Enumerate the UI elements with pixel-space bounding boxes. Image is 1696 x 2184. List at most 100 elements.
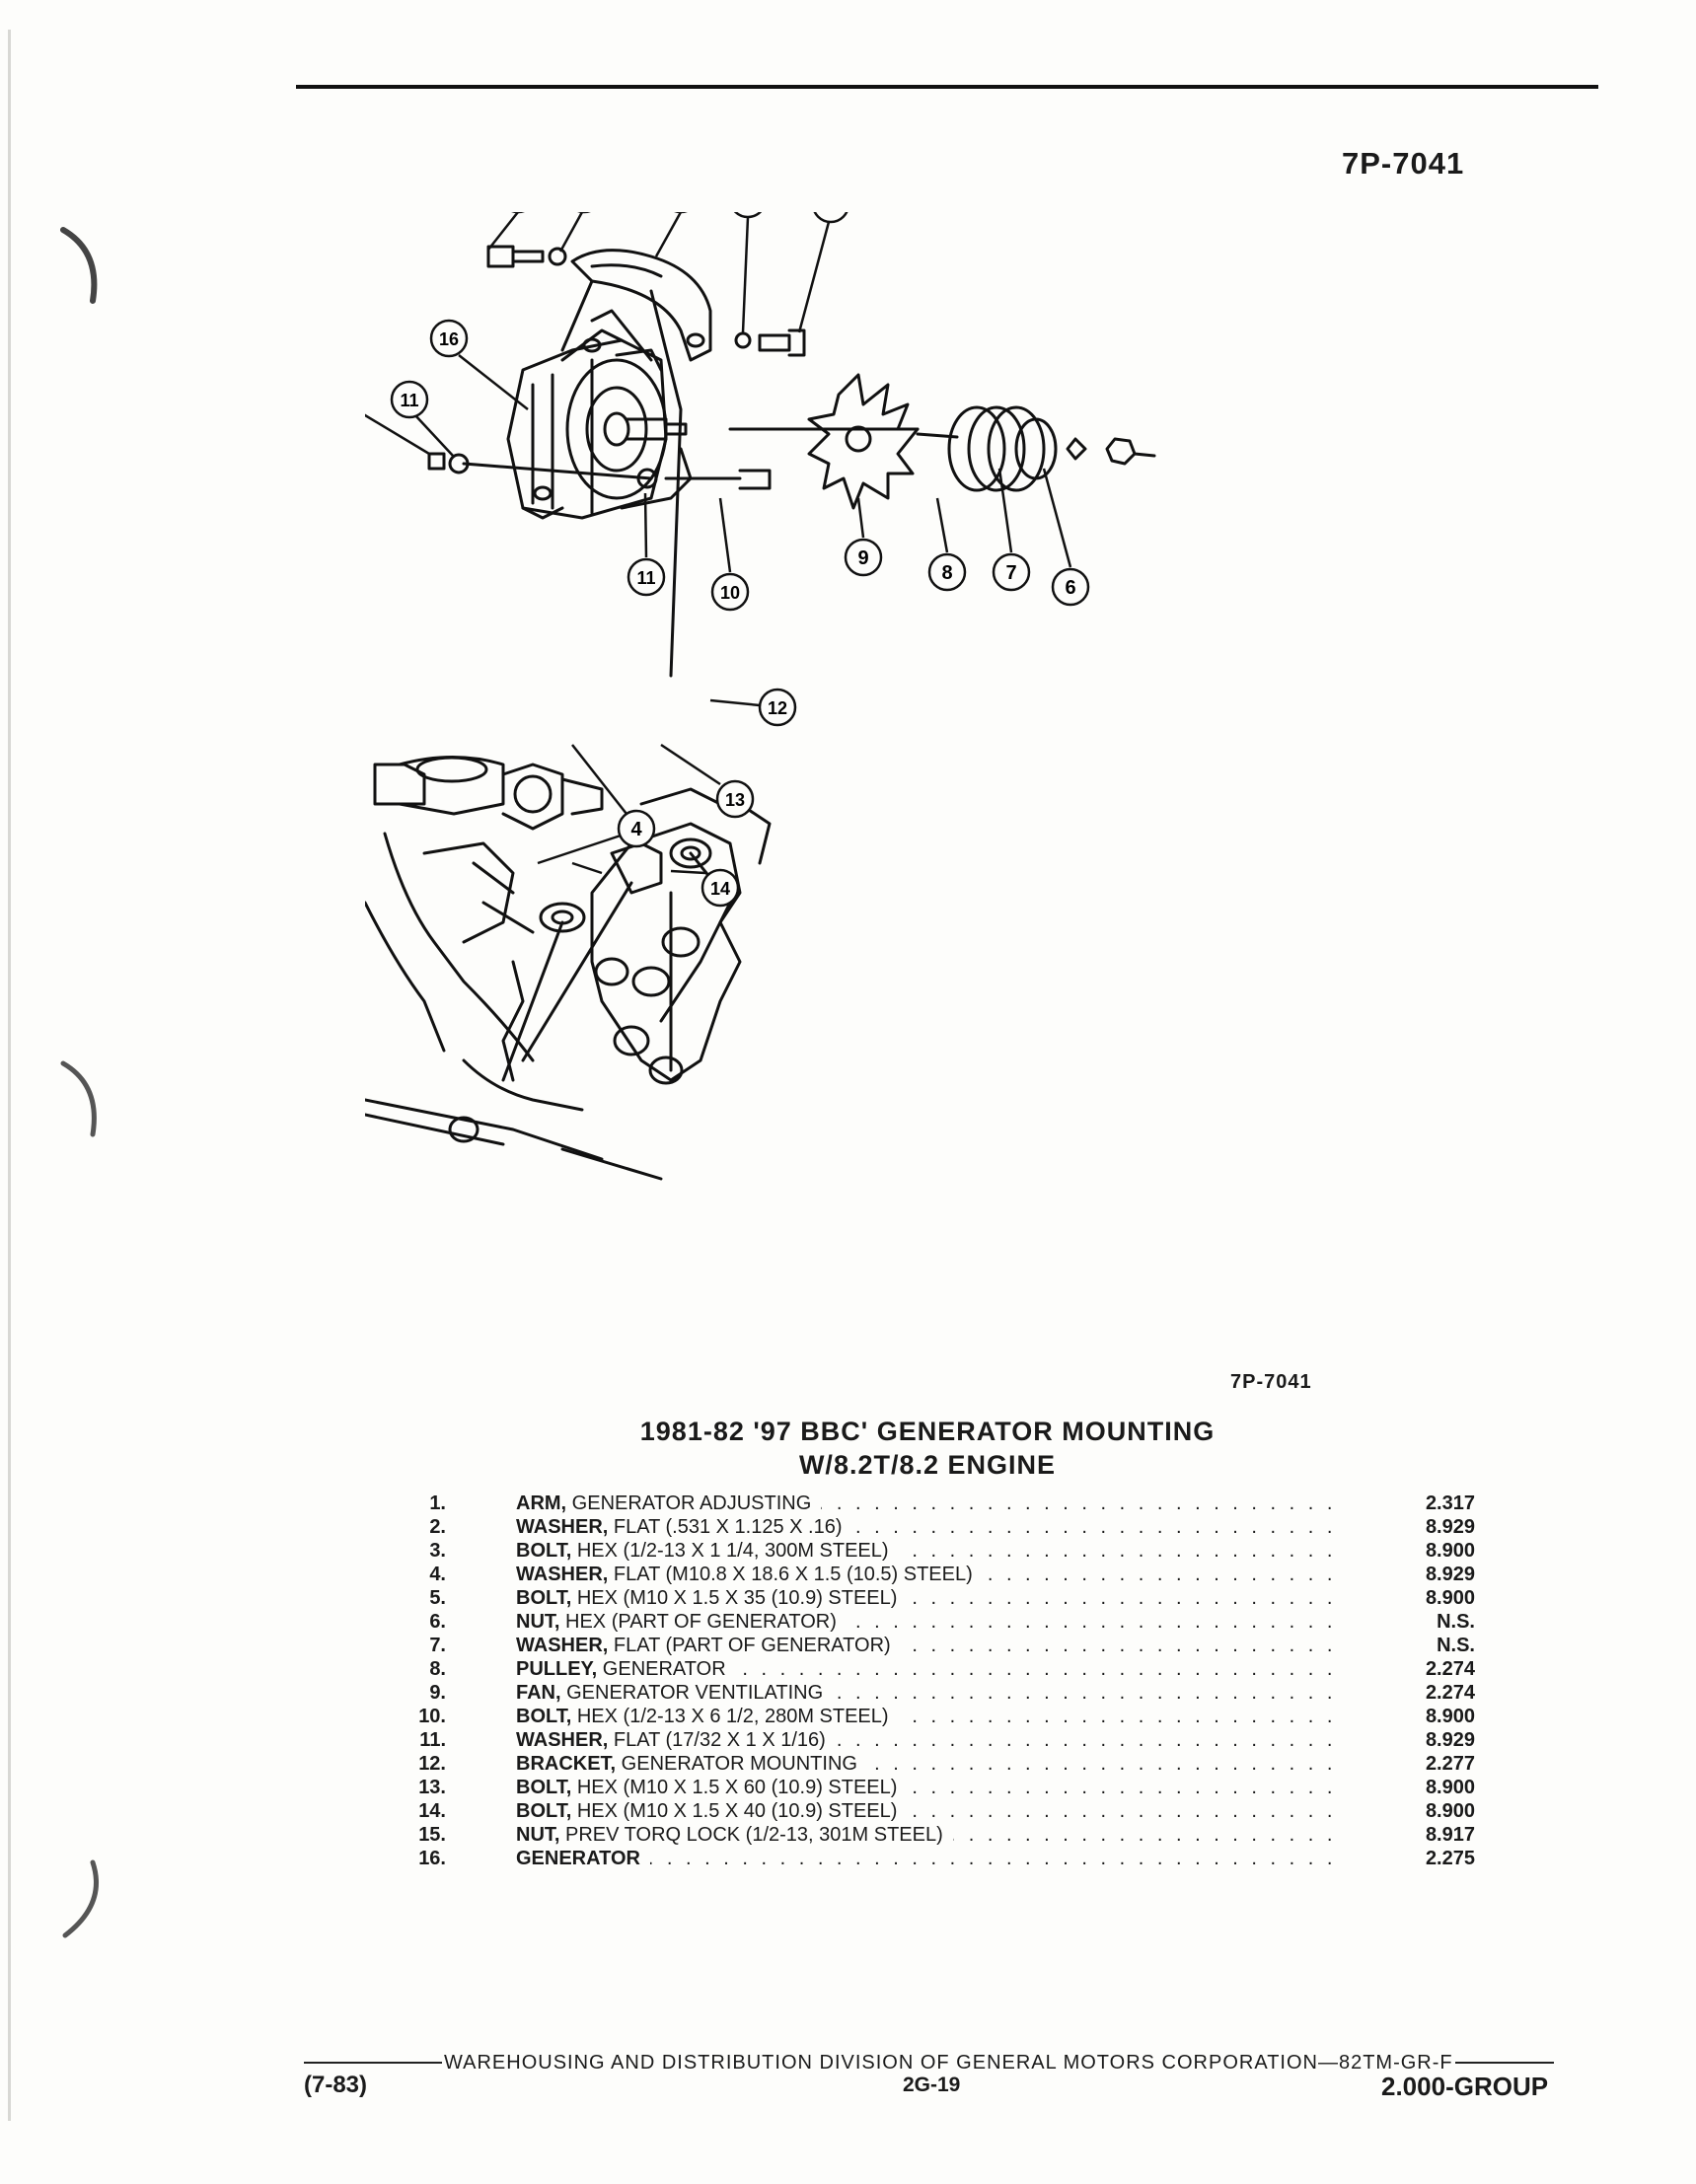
list-item: 7. . . . . . . . . . . . . . . . . . . .…: [414, 1634, 1475, 1657]
callout-markers: 3 2 1 4 5 16 15 11 9 8 7 6 11 10 12 13 4…: [390, 212, 1090, 908]
callout-7: 7: [1005, 562, 1016, 584]
footer-rule-right: [1455, 2062, 1554, 2064]
part-name: WASHER,: [516, 1564, 609, 1585]
part-description: . . . . . . . . . . . . . . . . . . . . …: [516, 1752, 1345, 1776]
part-spec: HEX (PART OF GENERATOR): [559, 1611, 837, 1633]
part-name: NUT,: [516, 1611, 560, 1633]
group-code: 8.929: [1425, 1564, 1475, 1585]
callout-14: 14: [710, 879, 730, 899]
part-number: 16.: [418, 1848, 446, 1869]
list-item: 12. . . . . . . . . . . . . . . . . . . …: [414, 1752, 1475, 1776]
table-title-line1: 1981-82 '97 BBC' GENERATOR MOUNTING: [639, 1417, 1216, 1446]
part-description: . . . . . . . . . . . . . . . . . . . . …: [516, 1728, 1345, 1752]
callout-11-left: 11: [400, 391, 418, 410]
list-item: 9. . . . . . . . . . . . . . . . . . . .…: [414, 1681, 1475, 1705]
part-description: . . . . . . . . . . . . . . . . . . . . …: [516, 1610, 1345, 1634]
callout-4-lower: 4: [630, 819, 642, 840]
part-description: . . . . . . . . . . . . . . . . . . . . …: [516, 1492, 1345, 1515]
group-code: 8.900: [1425, 1800, 1475, 1822]
part-number: 2.: [429, 1516, 446, 1538]
binder-hole-bottom: [62, 1859, 99, 1938]
adjusting-arm-drawing: [560, 249, 712, 678]
part-description: . . . . . . . . . . . . . . . . . . . . …: [516, 1799, 1345, 1823]
part-spec: FLAT (PART OF GENERATOR): [608, 1635, 891, 1656]
list-item: 15. . . . . . . . . . . . . . . . . . . …: [414, 1823, 1475, 1847]
part-description: . . . . . . . . . . . . . . . . . . . . …: [516, 1823, 1345, 1847]
list-item: 4. . . . . . . . . . . . . . . . . . . .…: [414, 1563, 1475, 1586]
part-name: ARM,: [516, 1492, 567, 1514]
group-code: 8.900: [1425, 1777, 1475, 1798]
binder-hole-top: [60, 227, 98, 304]
part-name: BOLT,: [516, 1777, 572, 1798]
part-spec: GENERATOR MOUNTING: [616, 1753, 857, 1775]
group-code: 8.917: [1425, 1824, 1475, 1846]
list-item: 14. . . . . . . . . . . . . . . . . . . …: [414, 1799, 1475, 1823]
part-number: 3.: [429, 1540, 446, 1562]
footer-date: (7-83): [304, 2072, 368, 2098]
part-number: 7.: [429, 1635, 446, 1656]
part-spec: HEX (1/2-13 X 1 1/4, 300M STEEL): [571, 1540, 889, 1562]
group-code: N.S.: [1437, 1635, 1475, 1656]
group-code: 8.900: [1425, 1540, 1475, 1562]
list-item: 5. . . . . . . . . . . . . . . . . . . .…: [414, 1586, 1475, 1610]
group-code: 2.274: [1425, 1658, 1475, 1680]
part-description: . . . . . . . . . . . . . . . . . . . . …: [516, 1776, 1345, 1799]
part-spec: GENERATOR VENTILATING: [560, 1682, 824, 1704]
part-name: WASHER,: [516, 1729, 609, 1751]
part-description: . . . . . . . . . . . . . . . . . . . . …: [516, 1586, 1345, 1610]
part-description: . . . . . . . . . . . . . . . . . . . . …: [516, 1657, 1345, 1681]
part-number: 8.: [429, 1658, 446, 1680]
callout-16: 16: [439, 329, 459, 349]
list-item: 2. . . . . . . . . . . . . . . . . . . .…: [414, 1515, 1475, 1539]
part-description: . . . . . . . . . . . . . . . . . . . . …: [516, 1634, 1345, 1657]
part-name: WASHER,: [516, 1635, 609, 1656]
group-code: 8.900: [1425, 1706, 1475, 1727]
callout-11-lower: 11: [636, 568, 655, 588]
table-title-line2: W/8.2T/8.2 ENGINE: [798, 1450, 1057, 1480]
binder-edge: [8, 30, 11, 2121]
list-item: 16. . . . . . . . . . . . . . . . . . . …: [414, 1847, 1475, 1870]
top-rule: [296, 85, 1598, 89]
binder-hole-middle: [60, 1060, 97, 1137]
part-number: 10.: [418, 1706, 446, 1727]
callout-6: 6: [1065, 577, 1075, 599]
list-item: 13. . . . . . . . . . . . . . . . . . . …: [414, 1776, 1475, 1799]
part-spec: GENERATOR: [597, 1658, 726, 1680]
list-item: 1. . . . . . . . . . . . . . . . . . . .…: [414, 1492, 1475, 1515]
callout-8: 8: [941, 562, 952, 584]
part-spec: HEX (M10 X 1.5 X 40 (10.9) STEEL): [571, 1800, 898, 1822]
part-description: . . . . . . . . . . . . . . . . . . . . …: [516, 1563, 1345, 1586]
group-code: 8.929: [1425, 1729, 1475, 1751]
callout-13: 13: [725, 790, 745, 810]
part-number: 13.: [418, 1777, 446, 1798]
parts-list: 1. . . . . . . . . . . . . . . . . . . .…: [414, 1492, 1475, 1870]
part-name: GENERATOR: [516, 1848, 640, 1869]
part-name: BRACKET,: [516, 1753, 617, 1775]
generator-drawing: [506, 309, 693, 520]
part-number: 4.: [429, 1564, 446, 1585]
part-name: BOLT,: [516, 1800, 572, 1822]
part-number: 12.: [418, 1753, 446, 1775]
part-spec: FLAT (.531 X 1.125 X .16): [608, 1516, 843, 1538]
part-number: 6.: [429, 1611, 446, 1633]
callout-12: 12: [768, 698, 787, 718]
part-name: WASHER,: [516, 1516, 609, 1538]
leader-dots: . . . . . . . . . . . . . . . . . . . . …: [516, 1848, 1345, 1869]
footer-line: WAREHOUSING AND DISTRIBUTION DIVISION OF…: [444, 2052, 1453, 2074]
part-name: NUT,: [516, 1824, 560, 1846]
part-spec: GENERATOR ADJUSTING: [566, 1492, 812, 1514]
part-description: . . . . . . . . . . . . . . . . . . . . …: [516, 1515, 1345, 1539]
callout-9: 9: [857, 547, 868, 569]
engine-block-drawing: [365, 756, 732, 1181]
list-item: 6. . . . . . . . . . . . . . . . . . . .…: [414, 1610, 1475, 1634]
part-name: BOLT,: [516, 1540, 572, 1562]
part-number: 5.: [429, 1587, 446, 1609]
group-code: 2.277: [1425, 1753, 1475, 1775]
part-spec: FLAT (M10.8 X 18.6 X 1.5 (10.5) STEEL): [608, 1564, 973, 1585]
part-number: 9.: [429, 1682, 446, 1704]
part-spec: FLAT (17/32 X 1 X 1/16): [608, 1729, 826, 1751]
group-code: 8.900: [1425, 1587, 1475, 1609]
group-code: N.S.: [1437, 1611, 1475, 1633]
part-number: 14.: [418, 1800, 446, 1822]
group-code: 2.274: [1425, 1682, 1475, 1704]
